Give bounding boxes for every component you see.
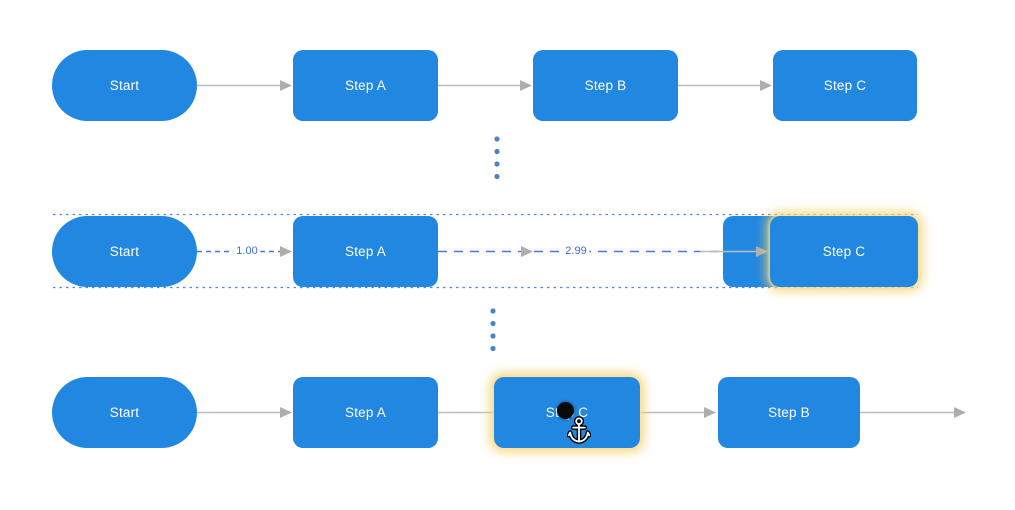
node-label: Step B <box>584 78 627 93</box>
node-label: Step C <box>822 244 866 259</box>
node-label: Step A <box>345 78 386 93</box>
row3-node-step-a[interactable]: Step A <box>293 377 438 448</box>
arrowhead-icon <box>756 246 768 257</box>
row2-node-step-c-selected[interactable]: Step C <box>770 216 918 287</box>
arrowhead-icon <box>954 407 966 418</box>
arrowhead-icon <box>521 246 533 257</box>
row3-node-step-b[interactable]: Step B <box>718 377 860 448</box>
node-label: Start <box>109 405 140 420</box>
node-label: Step B <box>768 405 810 420</box>
row1-node-step-c[interactable]: Step C <box>773 50 917 121</box>
arrowhead-icon <box>280 407 292 418</box>
arrowhead-icon <box>280 246 292 257</box>
ellipsis-dots-top <box>494 136 500 180</box>
row3-node-start[interactable]: Start <box>52 377 197 448</box>
node-label: Step A <box>345 405 386 420</box>
node-label: Start <box>109 78 140 93</box>
row1-node-start[interactable]: Start <box>52 50 197 121</box>
anchor-cursor-icon <box>567 416 591 444</box>
edge-label[interactable]: 1.00 <box>233 244 261 258</box>
row1-node-step-b[interactable]: Step B <box>533 50 678 121</box>
arrowhead-icon <box>704 407 716 418</box>
endpoint-dot[interactable] <box>557 401 574 419</box>
node-label: Step C <box>823 78 867 93</box>
arrowhead-icon <box>760 80 772 91</box>
row2-node-step-a[interactable]: Step A <box>293 216 438 287</box>
row2-node-start[interactable]: Start <box>52 216 197 287</box>
node-label: Step A <box>345 244 386 259</box>
edge-label[interactable]: 2.99 <box>562 244 590 258</box>
arrowhead-icon <box>280 80 292 91</box>
arrowhead-icon <box>520 80 532 91</box>
row3-node-step-c-selected[interactable]: Step C <box>494 377 640 448</box>
node-label: Start <box>109 244 140 259</box>
ellipsis-dots-bottom <box>490 308 496 352</box>
row1-node-step-a[interactable]: Step A <box>293 50 438 121</box>
